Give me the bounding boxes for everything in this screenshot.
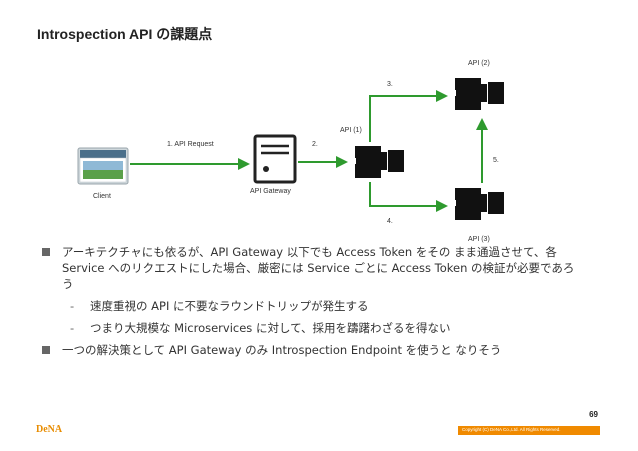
- bullet-item-1: アーキテクチャにも依るが、API Gateway 以下でも Access Tok…: [42, 244, 582, 292]
- bullet-text-1: アーキテクチャにも依るが、API Gateway 以下でも Access Tok…: [62, 245, 575, 291]
- api2-icon: [452, 78, 504, 110]
- sub-bullet-text-1: 速度重視の API に不要なラウンドトリップが発生する: [90, 299, 369, 313]
- dash-icon: -: [70, 321, 75, 335]
- sub-bullet-2: - つまり大規模な Microservices に対して、採用を躊躇わざるを得な…: [70, 320, 582, 336]
- api1-icon: [352, 146, 404, 178]
- step3-label: 3.: [387, 81, 393, 88]
- step4-label: 4.: [387, 218, 393, 225]
- api3-icon: [452, 188, 504, 220]
- api2-label: API (2): [468, 60, 490, 67]
- api1-label: API (1): [340, 127, 362, 134]
- bullet-list: アーキテクチャにも依るが、API Gateway 以下でも Access Tok…: [42, 244, 582, 358]
- step1-label: 1. API Request: [167, 141, 214, 148]
- arrow-4: [369, 182, 448, 212]
- bullet-square-icon: [42, 248, 50, 256]
- step5-label: 5.: [493, 157, 499, 164]
- footer-bar: [0, 424, 638, 435]
- dash-icon: -: [70, 299, 75, 313]
- client-icon: [77, 147, 129, 185]
- arrow-3: [369, 90, 448, 142]
- sub-bullet-1: - 速度重視の API に不要なラウンドトリップが発生する: [70, 298, 582, 314]
- bullet-square-icon: [42, 346, 50, 354]
- footer-orange-band: [458, 426, 600, 435]
- bullet-text-2: 一つの解決策として API Gateway のみ Introspection E…: [62, 343, 502, 357]
- dena-logo: DeNA: [36, 424, 63, 435]
- api-gateway-server-icon: [253, 134, 297, 184]
- bullet-item-2: 一つの解決策として API Gateway のみ Introspection E…: [42, 342, 582, 358]
- sub-bullet-text-2: つまり大規模な Microservices に対して、採用を躊躇わざるを得ない: [90, 321, 451, 335]
- slide-title: Introspection API の課題点: [37, 26, 213, 42]
- step2-label: 2.: [312, 141, 318, 148]
- api-gateway-label: API Gateway: [250, 188, 291, 195]
- page-number: 69: [589, 410, 598, 419]
- api3-label: API (3): [468, 236, 490, 243]
- copyright-text: Copyright (C) DeNA Co.,Ltd. All Rights R…: [462, 427, 561, 432]
- client-label: Client: [93, 193, 111, 200]
